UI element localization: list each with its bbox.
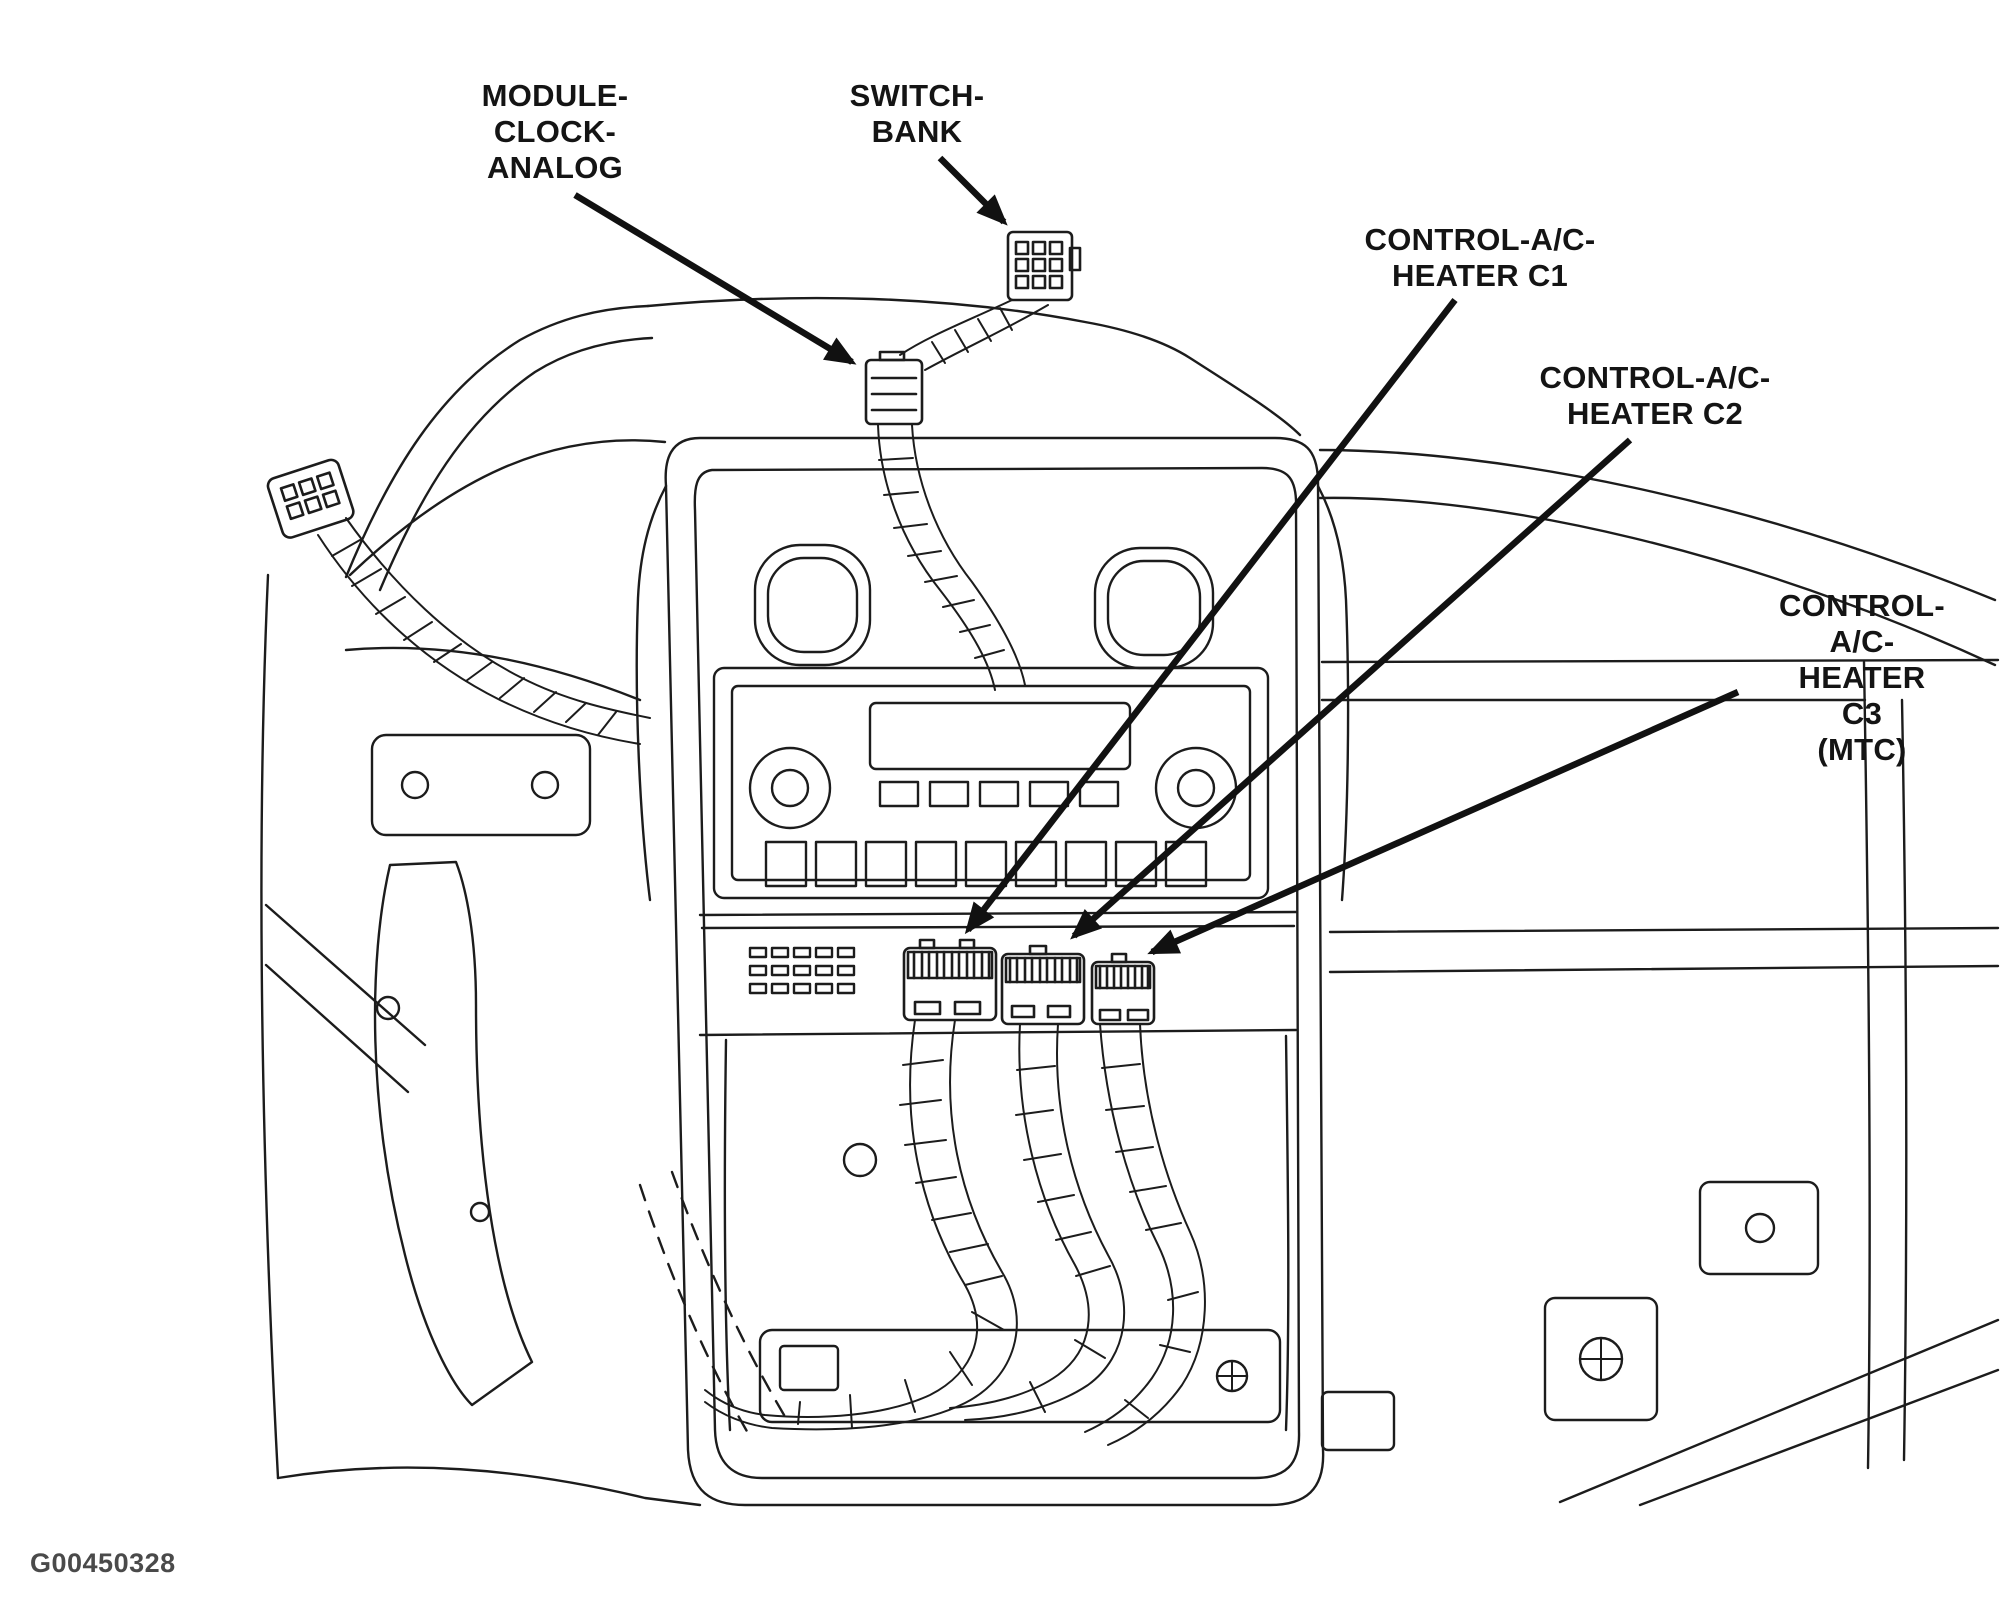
radio-head-unit	[712, 666, 1270, 900]
switch-bank-pins	[1014, 240, 1064, 290]
c2-lock-slots	[1010, 1004, 1072, 1019]
a-pillar-inner-line	[378, 336, 654, 592]
cowl-top-line	[646, 296, 1302, 437]
arrow-control-ac-heater-c2	[1070, 437, 1633, 940]
ac-heater-connector-c3	[1090, 952, 1156, 1026]
harness-ribs	[331, 539, 617, 736]
switch-bank-harness	[899, 299, 1049, 371]
left-harness	[317, 517, 651, 745]
console-left-flare	[635, 484, 668, 902]
harness-ribs	[1015, 1065, 1111, 1413]
callout-control-ac-heater-c1: CONTROL-A/C- HEATER C1	[1364, 222, 1596, 293]
module-clock-tab	[878, 350, 906, 362]
figure-code: G00450328	[30, 1548, 176, 1578]
console-perforation-grid	[748, 946, 856, 995]
wire-bundle-c2	[949, 1023, 1126, 1421]
left-bracket	[370, 733, 592, 837]
a-pillar-outer-line	[344, 304, 650, 579]
center-console	[635, 436, 1350, 1507]
right-bracket-lower	[1543, 1296, 1659, 1422]
c1-lock-slots	[913, 1000, 982, 1016]
radio-small-buttons	[878, 780, 1120, 808]
left-brace-lines	[264, 903, 427, 1094]
module-clock-analog-connector	[864, 350, 924, 426]
console-right-flare	[1316, 484, 1350, 902]
radio-knob-left	[748, 746, 832, 830]
left-screw-icon	[375, 995, 401, 1021]
harness-ribs	[797, 1059, 1005, 1429]
console-inner-outline	[693, 466, 1301, 1480]
arrow-control-ac-heater-c3	[1147, 689, 1740, 955]
left-screw-icon-2	[469, 1201, 491, 1223]
steering-column-shape	[373, 860, 534, 1407]
arrow-module-clock-analog	[573, 192, 857, 365]
dash-lower-right-lines	[1558, 1318, 2000, 1507]
console-vents	[753, 543, 1215, 670]
switch-bank-connector	[1006, 230, 1082, 302]
c1-tabs	[918, 938, 976, 950]
c2-pin-comb	[1008, 956, 1079, 984]
arrow-switch-bank	[937, 155, 1008, 226]
radio-knob-right	[1154, 746, 1238, 830]
callout-module-clock-analog: MODULE- CLOCK- ANALOG	[481, 78, 629, 185]
dash-right-vertical-lines	[1862, 660, 1908, 1470]
radio-display	[868, 701, 1132, 771]
console-lower-band	[758, 1328, 1282, 1424]
c3-pin-comb	[1098, 964, 1150, 990]
dashed-trim-lines	[638, 1170, 792, 1442]
dash-top-left-line	[348, 439, 667, 577]
left-dash-connector	[266, 458, 355, 539]
ac-heater-connector-c1	[902, 938, 998, 1022]
c2-tab	[1028, 944, 1048, 956]
left-connector-pins	[279, 471, 341, 521]
callout-switch-bank: SWITCH- BANK	[849, 78, 985, 149]
console-hole	[842, 1142, 878, 1178]
module-clock-harness	[877, 424, 1026, 691]
harness-ribs	[1101, 1063, 1199, 1419]
c1-pin-comb	[912, 950, 991, 980]
harness-ribs	[878, 457, 1005, 659]
right-small-bracket	[1320, 1390, 1396, 1452]
callout-control-ac-heater-c3: CONTROL-A/C- HEATER C3 (MTC)	[1779, 588, 1945, 767]
switch-bank-tab	[1068, 246, 1082, 272]
wire-bundle-c1	[704, 1019, 1018, 1431]
arrow-control-ac-heater-c1	[964, 298, 1458, 935]
harness-ribs	[931, 307, 1013, 364]
left-edge-line	[260, 573, 280, 1480]
dash-mid-left-line	[344, 646, 642, 702]
dash-top-right-inner-line	[1318, 496, 1997, 667]
dash-top-right-line	[1318, 448, 1997, 602]
c3-lock-slots	[1098, 1008, 1150, 1022]
floor-line	[276, 1466, 702, 1507]
wire-bundle-c3	[1084, 1023, 1206, 1446]
callout-control-ac-heater-c2: CONTROL-A/C- HEATER C2	[1539, 360, 1771, 431]
c3-tab	[1110, 952, 1128, 964]
console-mount-lines	[698, 910, 1298, 1037]
right-bracket-upper	[1698, 1180, 1820, 1276]
dashboard-line-art	[260, 230, 2000, 1507]
module-clock-slots	[870, 376, 918, 412]
callout-arrows	[573, 155, 1740, 955]
ac-heater-connector-c2	[1000, 944, 1086, 1026]
console-outline	[664, 436, 1325, 1507]
console-lower-side-lines	[723, 1034, 1290, 1432]
dash-right-horizontal-lines	[1320, 658, 2000, 974]
